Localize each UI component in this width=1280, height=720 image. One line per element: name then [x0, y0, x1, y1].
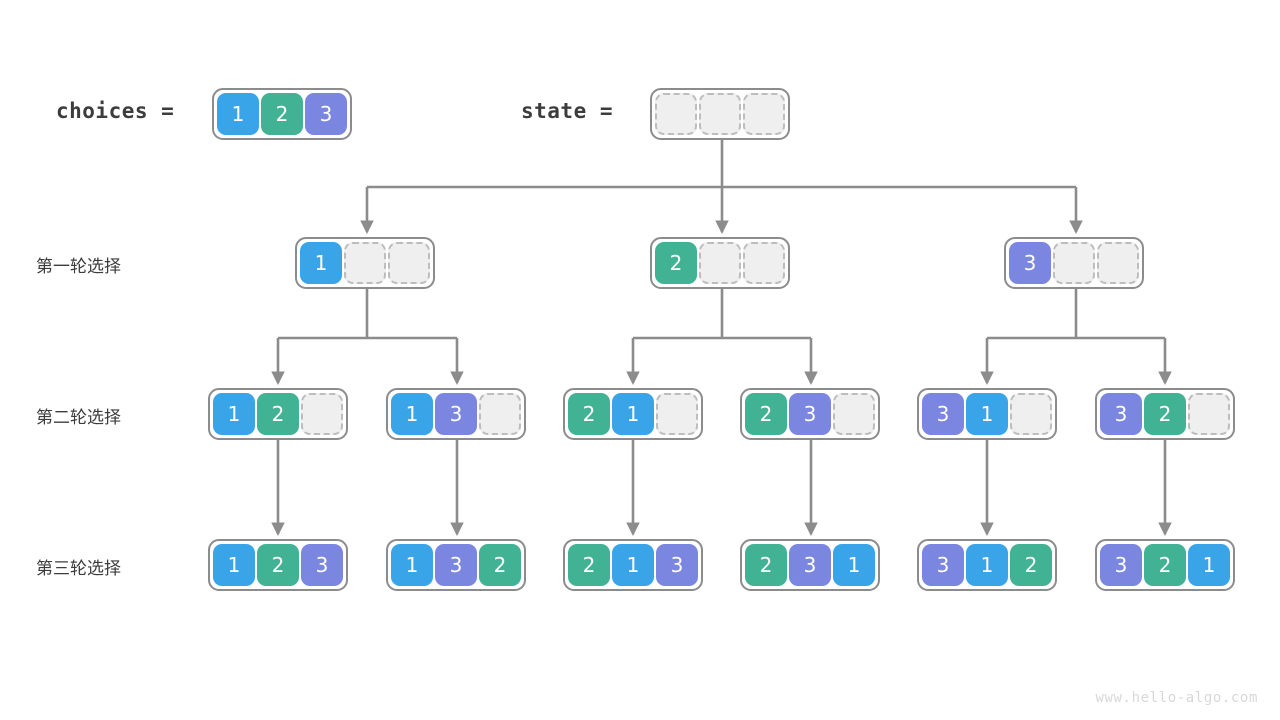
row-label-round-3: 第三轮选择: [36, 559, 121, 579]
node-level1-1-cell-1: [699, 242, 741, 284]
node-level3-5-cell-0: 3: [1100, 544, 1142, 586]
node-level3-4-cell-0: 3: [922, 544, 964, 586]
node-level3-3-cell-0: 2: [745, 544, 787, 586]
node-level1-1: 2: [650, 237, 790, 289]
node-level3-5-cell-1: 2: [1144, 544, 1186, 586]
node-level1-1-cell-0: 2: [655, 242, 697, 284]
node-level2-4-cell-0: 3: [922, 393, 964, 435]
node-level2-1-cell-2: [479, 393, 521, 435]
node-level2-5-cell-0: 3: [1100, 393, 1142, 435]
node-level3-4-cell-1: 1: [966, 544, 1008, 586]
node-level1-0: 1: [295, 237, 435, 289]
node-level2-4-cell-1: 1: [966, 393, 1008, 435]
node-level2-0-cell-1: 2: [257, 393, 299, 435]
node-level3-5-cell-2: 1: [1188, 544, 1230, 586]
node-level1-2: 3: [1004, 237, 1144, 289]
state-label: state =: [521, 99, 614, 123]
node-level3-2-cell-0: 2: [568, 544, 610, 586]
state-cell-2: [743, 93, 785, 135]
node-level1-2-cell-1: [1053, 242, 1095, 284]
node-level3-1-cell-2: 2: [479, 544, 521, 586]
node-level2-3-cell-2: [833, 393, 875, 435]
node-level1-1-cell-2: [743, 242, 785, 284]
node-level2-1-cell-0: 1: [391, 393, 433, 435]
node-level3-1-cell-0: 1: [391, 544, 433, 586]
node-level2-1-cell-1: 3: [435, 393, 477, 435]
node-level2-2-cell-2: [656, 393, 698, 435]
node-level3-1-cell-1: 3: [435, 544, 477, 586]
node-level2-3-cell-1: 3: [789, 393, 831, 435]
choices-label: choices =: [56, 99, 175, 123]
node-level2-4-cell-2: [1010, 393, 1052, 435]
node-level1-0-cell-1: [344, 242, 386, 284]
node-level2-0-cell-2: [301, 393, 343, 435]
node-level2-2-cell-0: 2: [568, 393, 610, 435]
node-level2-2-cell-1: 1: [612, 393, 654, 435]
state-cell-0: [655, 93, 697, 135]
choices-cell-2: 3: [305, 93, 347, 135]
node-level3-4-cell-2: 2: [1010, 544, 1052, 586]
node-level1-2-cell-2: [1097, 242, 1139, 284]
node-level1-0-cell-0: 1: [300, 242, 342, 284]
node-level2-5-cell-2: [1188, 393, 1230, 435]
row-label-round-2: 第二轮选择: [36, 408, 121, 428]
choices-cell-0: 1: [217, 93, 259, 135]
node-level3-0-cell-1: 2: [257, 544, 299, 586]
node-level1-0-cell-2: [388, 242, 430, 284]
watermark: www.hello-algo.com: [1095, 690, 1258, 706]
node-level3-3-cell-1: 3: [789, 544, 831, 586]
node-level2-3-cell-0: 2: [745, 393, 787, 435]
state-cell-1: [699, 93, 741, 135]
state-array: [650, 88, 790, 140]
node-level2-0-cell-0: 1: [213, 393, 255, 435]
node-level3-2-cell-2: 3: [656, 544, 698, 586]
node-level3-0-cell-0: 1: [213, 544, 255, 586]
node-level3-0-cell-2: 3: [301, 544, 343, 586]
node-level3-3-cell-2: 1: [833, 544, 875, 586]
row-label-round-1: 第一轮选择: [36, 257, 121, 277]
node-level3-2-cell-1: 1: [612, 544, 654, 586]
choices-cell-1: 2: [261, 93, 303, 135]
node-level1-2-cell-0: 3: [1009, 242, 1051, 284]
node-level2-5-cell-1: 2: [1144, 393, 1186, 435]
